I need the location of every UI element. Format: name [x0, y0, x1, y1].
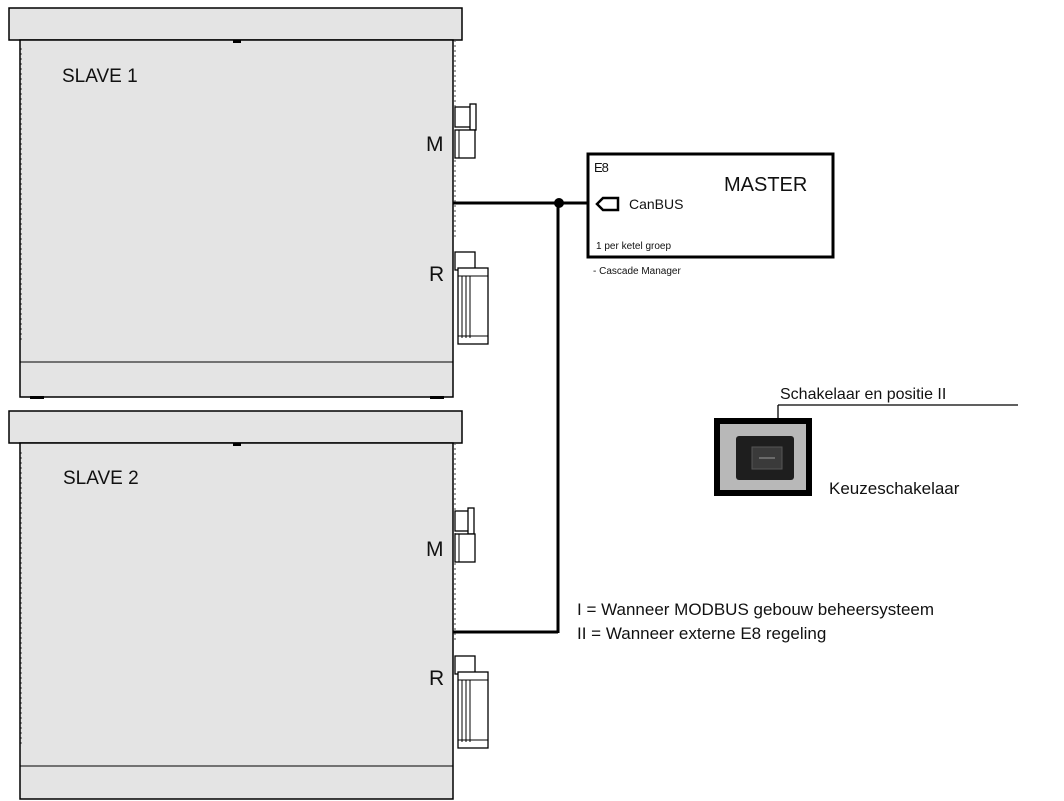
master-model-label: E8: [594, 160, 609, 175]
connector-pipe: [455, 130, 475, 158]
port-label-m: M: [426, 133, 444, 156]
boiler-foot: [30, 396, 44, 399]
boiler-body: [20, 40, 453, 397]
return-connector-r: [455, 656, 488, 748]
boiler-slave-2: SLAVE 2 M R: [9, 411, 488, 799]
wire-junction-dot: [554, 198, 564, 208]
boiler-lid: [9, 8, 462, 40]
port-label-m: M: [426, 538, 444, 561]
return-connector-r: [455, 252, 488, 344]
connector-ring: [470, 104, 476, 130]
selector-switch: Schakelaar en positie II Keuzeschakelaar: [714, 386, 1018, 498]
flow-connector-m: [455, 104, 476, 158]
boiler-lid-notch: [233, 443, 241, 446]
connector-pipe: [455, 534, 475, 562]
switch-position-label: Schakelaar en positie II: [780, 386, 946, 403]
slave-label: SLAVE 2: [63, 468, 139, 489]
master-controller: E8 MASTER CanBUS 1 per ketel groep - Cas…: [588, 154, 833, 277]
legend-item: II = Wanneer externe E8 regeling: [577, 624, 826, 643]
connector-neck: [455, 252, 475, 270]
port-label-r: R: [429, 263, 444, 286]
connector-neck: [455, 656, 475, 674]
boiler-lid: [9, 411, 462, 443]
switch-name: Keuzeschakelaar: [829, 479, 960, 498]
legend-item: I = Wanneer MODBUS gebouw beheersysteem: [577, 600, 934, 619]
master-title: MASTER: [724, 174, 807, 196]
slave-label: SLAVE 1: [62, 66, 138, 87]
boiler-foot: [430, 396, 444, 399]
master-note: 1 per ketel groep: [596, 241, 671, 252]
port-label-r: R: [429, 667, 444, 690]
boiler-slave-1: SLAVE 1 M R: [9, 8, 488, 399]
legend: I = Wanneer MODBUS gebouw beheersysteem …: [577, 600, 934, 643]
connector-ring: [468, 508, 474, 534]
master-caption: - Cascade Manager: [593, 266, 681, 277]
canbus-label: CanBUS: [629, 196, 683, 212]
boiler-lid-notch: [233, 40, 241, 43]
boiler-body: [20, 443, 453, 799]
canbus-connector-icon: [597, 198, 618, 210]
flow-connector-m: [455, 508, 475, 562]
